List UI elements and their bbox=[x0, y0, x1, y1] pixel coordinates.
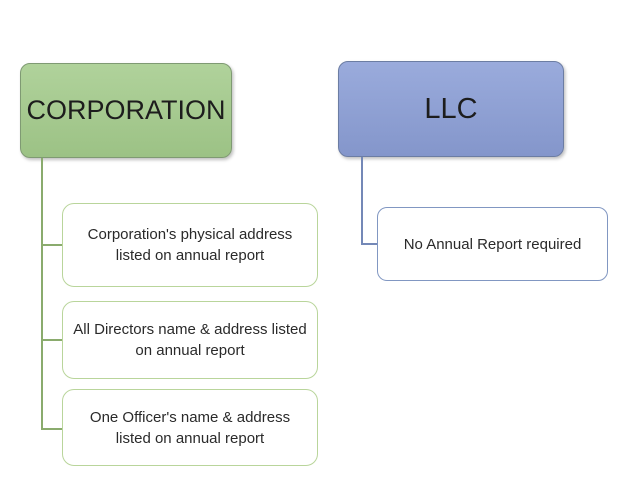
corporation-requirement-label: All Directors name & address listed on a… bbox=[73, 321, 307, 359]
llc-requirement-label: No Annual Report required bbox=[403, 235, 582, 253]
llc-root-box: LLC bbox=[338, 61, 564, 157]
corporation-requirement-directors: All Directors name & address listed on a… bbox=[62, 301, 318, 379]
corporation-requirement-officer: One Officer's name & address listed on a… bbox=[62, 389, 318, 466]
corporation-requirement-physical-address: Corporation's physical address listed on… bbox=[62, 203, 318, 287]
corporation-title: CORPORATION bbox=[26, 95, 226, 125]
llc-connector-branch-1 bbox=[361, 243, 377, 245]
llc-requirement-no-annual-report: No Annual Report required bbox=[377, 207, 608, 281]
corporation-connector-vertical-line bbox=[41, 158, 43, 430]
corporation-connector-branch-2 bbox=[41, 339, 62, 341]
corporation-requirement-label: One Officer's name & address listed on a… bbox=[89, 408, 291, 447]
corporation-root-box: CORPORATION bbox=[20, 63, 232, 158]
llc-title: LLC bbox=[424, 92, 478, 125]
corporation-connector-branch-3 bbox=[41, 428, 64, 430]
llc-connector-vertical-line bbox=[361, 157, 363, 245]
corporation-requirement-label: Corporation's physical address listed on… bbox=[87, 226, 293, 264]
corporation-connector-branch-1 bbox=[41, 244, 62, 246]
